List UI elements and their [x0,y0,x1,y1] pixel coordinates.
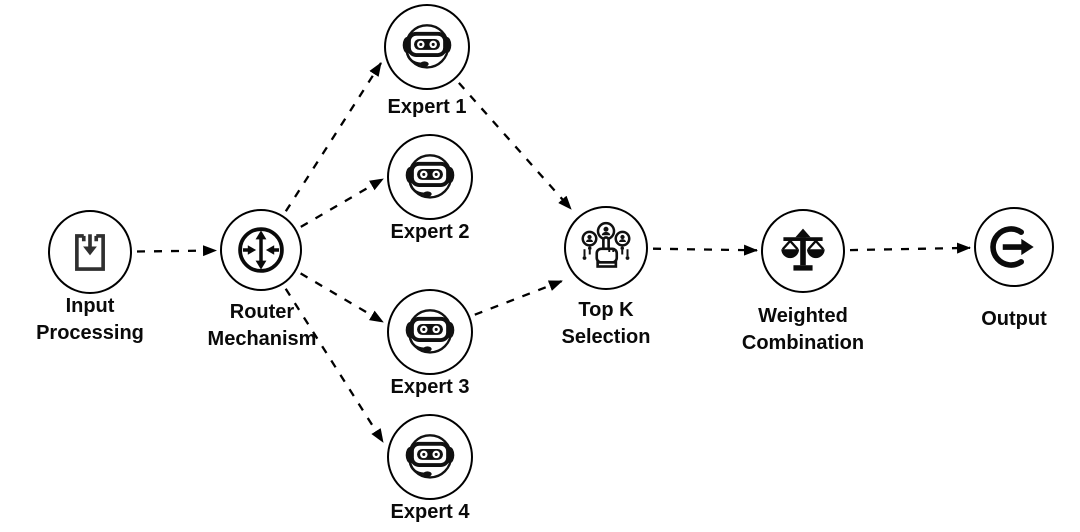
label-line: Input [65,295,115,317]
label-line: Router [229,301,295,323]
edge-expert1-topk [458,82,572,210]
edge-topk-weighted [652,244,759,256]
balance-scale-icon [781,228,825,271]
router-arrows-icon [238,227,284,273]
label-line: Combination [741,332,865,354]
node-label-input-processing: Input Processing [2,293,178,347]
node-router-mechanism [220,209,302,291]
node-label-expert-1: Expert 1 [339,94,515,121]
node-input-processing [48,210,132,294]
document-download-icon [75,234,105,271]
edge-router-expert1 [284,62,382,212]
label-line: Mechanism [207,328,317,350]
label-line: Top K [578,299,634,321]
edge-weighted-output [849,242,972,254]
robot-headset-icon [405,154,455,199]
node-weighted-combination [761,209,845,293]
node-label-router-mechanism: Router Mechanism [174,299,350,353]
label-line: Selection [561,326,651,348]
node-label-expert-3: Expert 3 [342,374,518,401]
node-label-expert-2: Expert 2 [342,219,518,246]
node-expert-3 [387,289,473,375]
label-line: Expert 3 [390,376,470,398]
label-line: Processing [36,322,144,344]
node-label-weighted-combination: Weighted Combination [715,303,891,357]
node-top-k-selection [564,206,648,290]
label-line: Output [981,308,1047,330]
robot-headset-icon [405,434,455,479]
robot-headset-icon [402,24,452,69]
label-line: Expert 4 [390,501,470,523]
candidate-selection-hand-icon [581,221,631,268]
edge-router-expert4 [284,288,384,443]
node-expert-1 [384,4,470,90]
node-label-top-k-selection: Top K Selection [518,297,694,351]
robot-headset-icon [405,309,455,354]
node-label-expert-4: Expert 4 [342,499,518,526]
label-line: Weighted [758,305,848,327]
edge-input-router [136,245,218,257]
label-line: Expert 2 [390,221,470,243]
node-expert-4 [387,414,473,500]
node-output [974,207,1054,287]
label-line: Expert 1 [387,96,467,118]
node-label-output: Output [926,306,1080,333]
logout-arrow-icon [990,226,1034,268]
node-expert-2 [387,134,473,220]
